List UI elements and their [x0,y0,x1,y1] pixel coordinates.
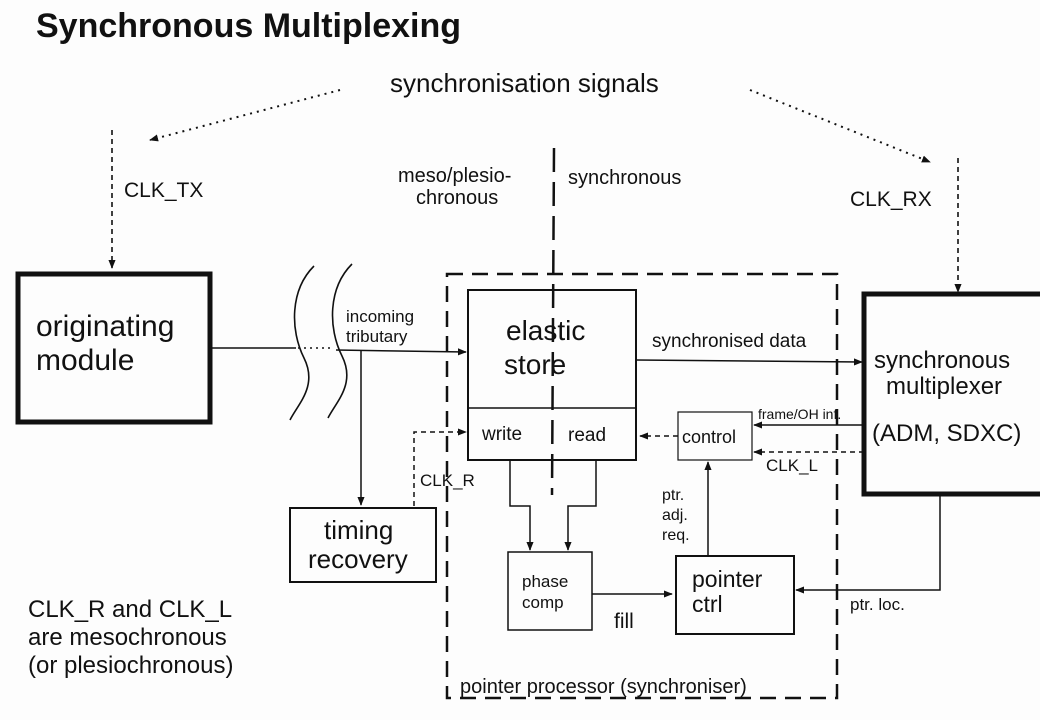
ptr-loc-arrow [795,494,941,594]
ptr-adj-label-line2: adj. [662,507,688,524]
domain-divider [550,147,556,496]
pointer-processor-box [445,272,839,700]
pointer-ctrl-box [675,555,795,635]
timing-label-line1: timing [324,515,393,545]
read-to-phase-arrow [564,460,597,551]
clk-tx-label: CLK_TX [124,179,203,202]
read-label: read [568,425,606,446]
sync-arrow-left [149,89,341,142]
note-line2: are mesochronous [28,624,227,651]
domain-left-line1: meso/plesio- [398,165,511,187]
originating-label-line2: module [36,344,134,377]
domain-right-label: synchronous [568,167,681,189]
page-title: Synchronous Multiplexing [36,7,461,45]
tributary-arrow [335,348,467,356]
incoming-label-line1: incoming [346,307,414,326]
link-break-left [289,265,315,421]
clk-l-label: CLK_L [766,456,818,475]
ptr-adj-label-line3: req. [662,527,690,544]
phase-label-line1: phase [522,572,568,591]
phase-label-line2: comp [522,593,564,612]
mux-label-line1: synchronous [874,347,1010,374]
ptr-loc-label: ptr. loc. [850,595,905,614]
elastic-label-line2: store [504,349,566,380]
pointer-processor-label: pointer processor (synchroniser) [460,676,747,698]
sync-multiplexer-box [861,291,1040,497]
elastic-store-box [467,289,637,461]
phase-comp-box [507,551,593,631]
frame-oh-label: frame/OH inf. [758,406,841,422]
incoming-label-line2: tributary [346,327,408,346]
fill-label: fill [614,610,634,633]
write-label: write [481,424,522,445]
pointer-label-line2: ctrl [692,591,723,617]
clk-r-path [413,428,467,506]
sync-data-arrow [635,358,863,366]
pointer-label-line1: pointer [692,566,763,592]
note-line1: CLK_R and CLK_L [28,596,232,623]
link-break-right [327,263,353,419]
sync-signals-label: synchronisation signals [390,68,659,98]
elastic-label-line1: elastic [506,315,585,346]
originating-label-line1: originating [36,310,174,343]
write-to-phase-arrow [509,460,534,551]
mux-label-line3: (ADM, SDXC) [872,420,1021,447]
clk-r-label: CLK_R [420,471,475,490]
ptr-adj-label-line1: ptr. [662,487,684,504]
timing-recovery-box [289,507,437,583]
mux-label-line2: multiplexer [886,373,1002,400]
note-line3: (or plesiochronous) [28,652,233,679]
sync-data-label: synchronised data [652,331,807,352]
sync-arrow-right [749,89,931,163]
domain-left-line2: chronous [416,187,498,209]
timing-label-line2: recovery [308,544,408,574]
clk-rx-label: CLK_RX [850,188,932,211]
control-label: control [682,427,736,447]
